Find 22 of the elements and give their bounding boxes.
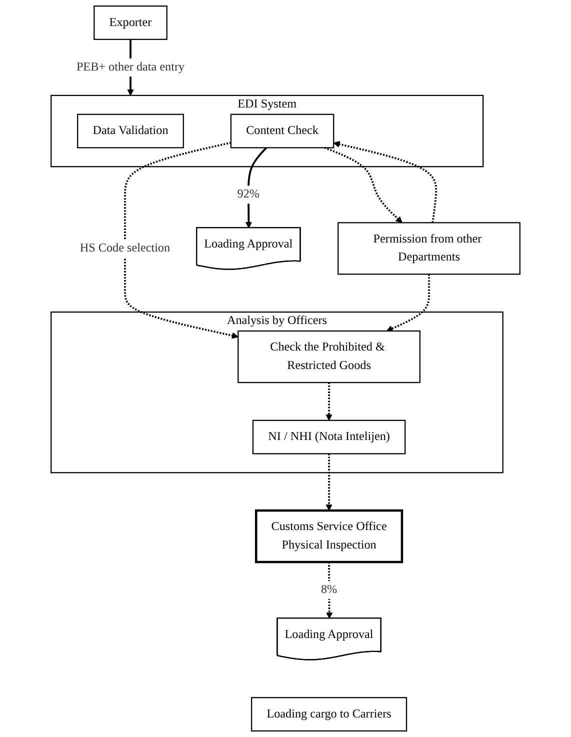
node-box [338,222,520,275]
node-box [94,6,168,40]
arrow [324,146,402,223]
arrow [326,454,332,511]
edge-label: 8% [320,583,338,596]
cluster [50,312,504,474]
node-box [238,330,420,384]
arrow [326,562,333,619]
arrow [124,142,238,339]
node-box [251,697,408,732]
arrow [326,382,332,421]
edge-label: HS Code selection [80,242,170,255]
edge-label: PEB+ other data entry [76,60,185,74]
arrow [333,141,438,223]
node-box [254,509,404,564]
node-box [230,114,334,148]
edge-label: 92% [237,188,260,201]
arrow [386,274,430,332]
cluster [50,94,484,168]
arrow [245,147,268,228]
node-box [252,420,406,454]
node-box [77,114,184,148]
